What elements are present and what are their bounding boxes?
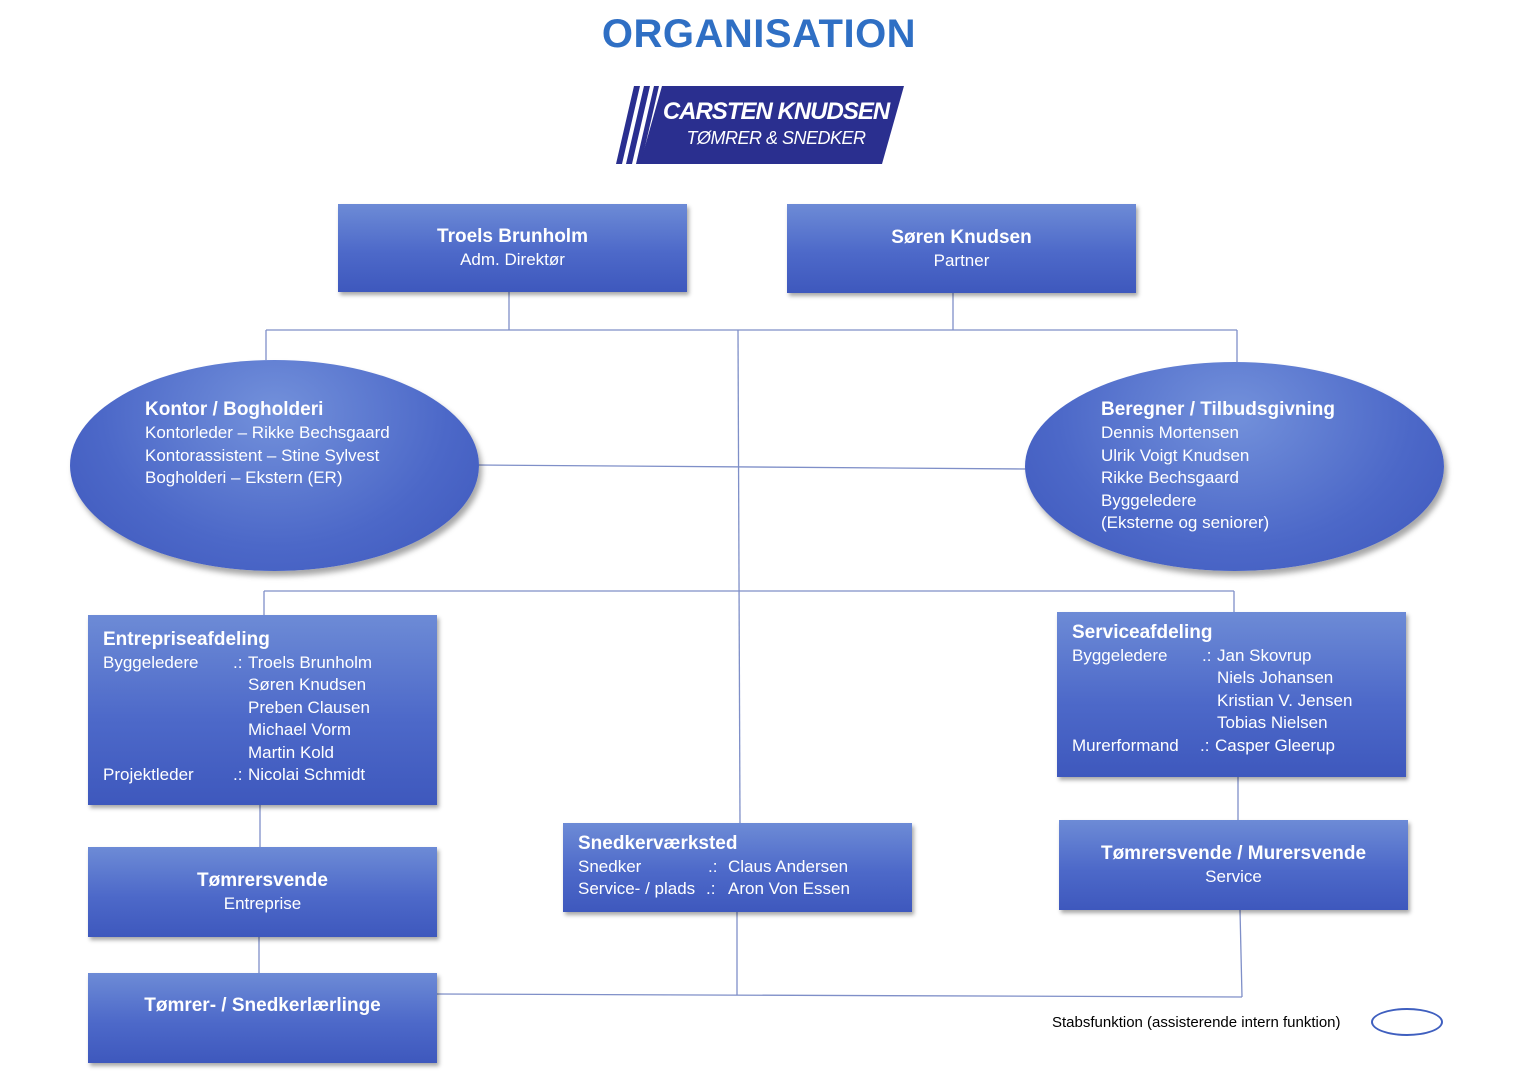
staff-label: Byggeledere xyxy=(1072,646,1168,665)
box-name: Troels Brunholm xyxy=(437,226,588,247)
box-heading: Snedkerværksted xyxy=(578,833,738,854)
staff-row: Tobias Nielsen xyxy=(1072,712,1406,734)
staff-row: Byggeledere .: Troels Brunholm xyxy=(103,652,437,674)
staff-name: Niels Johansen xyxy=(1217,668,1334,688)
oval-beregner-tilbudsgivning: Beregner / Tilbudsgivning Dennis Mortens… xyxy=(1025,362,1444,571)
staff-name: Søren Knudsen xyxy=(248,675,367,695)
box-heading: Serviceafdeling xyxy=(1072,622,1213,643)
connector xyxy=(477,464,1027,470)
staff-row: Murerformand .: Casper Gleerup xyxy=(1072,735,1406,757)
staff-name: Claus Andersen xyxy=(728,857,849,876)
staff-name: Casper Gleerup xyxy=(1215,735,1336,755)
box-soren-knudsen: Søren Knudsen Partner xyxy=(787,204,1136,293)
staff-name: Martin Kold xyxy=(248,742,334,762)
legend-oval-icon xyxy=(1371,1008,1443,1036)
staff-row: Søren Knudsen xyxy=(103,674,437,696)
box-troels-brunholm: Troels Brunholm Adm. Direktør xyxy=(338,204,687,292)
logo-stripes-icon xyxy=(616,86,904,164)
box-name: Tømrer- / Snedkerlærlinge xyxy=(144,995,381,1016)
box-name: Søren Knudsen xyxy=(891,227,1032,248)
box-heading: Entrepriseafdeling xyxy=(103,629,270,650)
box-role: Adm. Direktør xyxy=(460,250,565,269)
box-entrepriseafdeling: Entrepriseafdeling Byggeledere .: Troels… xyxy=(88,615,437,805)
staff-name: Preben Clausen xyxy=(248,697,370,717)
oval-line: Kontorleder – Rikke Bechsgaard xyxy=(145,423,390,442)
box-tomrersvende-entreprise: Tømrersvende Entreprise xyxy=(88,847,437,937)
logo-company-trade: TØMRER & SNEDKER xyxy=(686,128,866,148)
legend-text: Stabsfunktion (assisterende intern funkt… xyxy=(1052,1014,1341,1031)
box-serviceafdeling: Serviceafdeling Byggeledere .: Jan Skovr… xyxy=(1057,612,1406,777)
staff-row: Snedker .: Claus Andersen xyxy=(578,856,912,878)
staff-row: Niels Johansen xyxy=(1072,667,1406,689)
staff-name: Aron Von Essen xyxy=(728,879,850,899)
staff-separator: .: xyxy=(233,764,243,784)
staff-separator: .: xyxy=(708,857,718,876)
staff-name: Jan Skovrup xyxy=(1217,646,1312,665)
box-name: Tømrersvende xyxy=(197,870,328,891)
staff-row: Byggeledere .: Jan Skovrup xyxy=(1072,645,1406,667)
staff-row: Martin Kold xyxy=(103,742,437,764)
connector xyxy=(1239,909,1243,998)
staff-label: Byggeledere xyxy=(103,653,199,672)
page-title: ORGANISATION xyxy=(601,12,917,56)
connector xyxy=(737,329,741,824)
company-logo: CARSTEN KNUDSEN TØMRER & SNEDKER xyxy=(616,86,904,164)
box-role: Entreprise xyxy=(223,894,302,913)
staff-label: Service- / plads xyxy=(578,879,696,899)
oval-kontor-bogholderi: Kontor / Bogholderi Kontorleder – Rikke … xyxy=(70,360,479,571)
staff-label: Projektleder xyxy=(103,764,194,784)
box-laerlinge: Tømrer- / Snedkerlærlinge xyxy=(88,973,437,1063)
oval-line: (Eksterne og seniorer) xyxy=(1101,513,1270,532)
connector xyxy=(436,993,1243,998)
box-name: Tømrersvende / Murersvende xyxy=(1100,843,1367,864)
box-tomrersvende-murersvende: Tømrersvende / Murersvende Service xyxy=(1059,820,1408,910)
logo-company-name: CARSTEN KNUDSEN xyxy=(662,98,890,125)
staff-name: Michael Vorm xyxy=(248,720,351,740)
oval-line: Kontorassistent – Stine Sylvest xyxy=(145,445,380,465)
oval-line: Byggeledere xyxy=(1101,490,1197,510)
staff-separator: .: xyxy=(1200,735,1210,755)
staff-separator: .: xyxy=(233,653,243,672)
oval-line: Bogholderi – Ekstern (ER) xyxy=(145,468,343,487)
staff-name: Troels Brunholm xyxy=(248,653,373,672)
staff-row: Michael Vorm xyxy=(103,719,437,741)
staff-name: Tobias Nielsen xyxy=(1217,713,1328,733)
staff-label: Snedker xyxy=(578,857,642,876)
staff-row: Service- / plads .: Aron Von Essen xyxy=(578,878,912,900)
oval-line: Rikke Bechsgaard xyxy=(1101,468,1239,487)
box-role: Service xyxy=(1205,867,1262,886)
oval-heading: Beregner / Tilbudsgivning xyxy=(1101,399,1336,420)
staff-name: Kristian V. Jensen xyxy=(1217,690,1353,710)
staff-name: Nicolai Schmidt xyxy=(248,764,366,784)
box-snedkervaerksted: Snedkerværksted Snedker .: Claus Anderse… xyxy=(563,823,912,912)
staff-separator: .: xyxy=(706,879,716,899)
box-role: Partner xyxy=(933,251,990,270)
staff-label: Murerformand xyxy=(1072,735,1179,755)
staff-separator: .: xyxy=(1202,646,1212,665)
oval-line: Ulrik Voigt Knudsen xyxy=(1101,445,1250,465)
staff-row: Projektleder .: Nicolai Schmidt xyxy=(103,764,437,786)
oval-line: Dennis Mortensen xyxy=(1101,423,1239,442)
staff-row: Preben Clausen xyxy=(103,697,437,719)
oval-heading: Kontor / Bogholderi xyxy=(145,399,324,420)
staff-row: Kristian V. Jensen xyxy=(1072,690,1406,712)
